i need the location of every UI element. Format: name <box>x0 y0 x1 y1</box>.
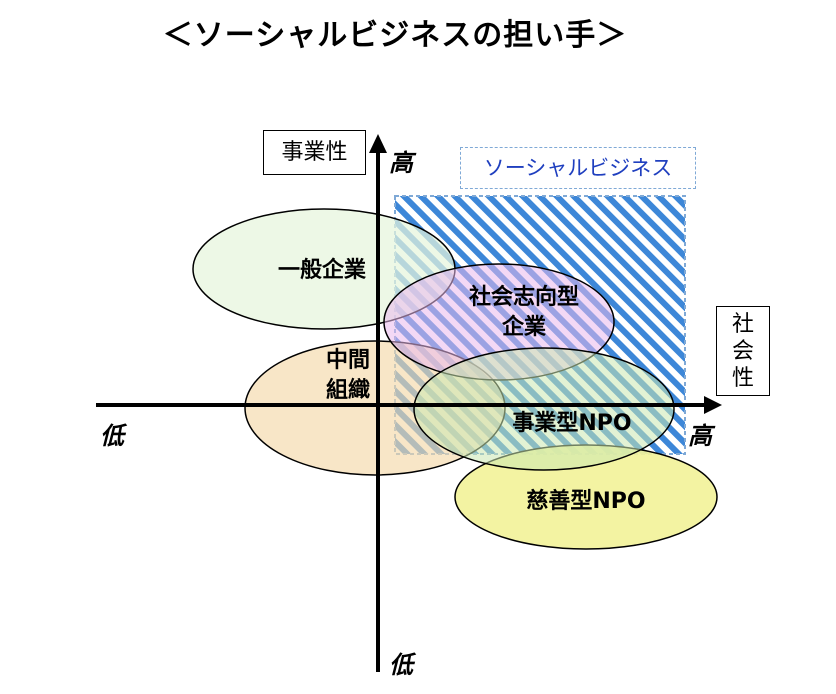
x-axis-high-label: 高 <box>688 421 712 450</box>
label-intermediate-line-1: 中間 <box>326 348 370 373</box>
x-axis-low-label: 低 <box>100 421 124 450</box>
label-charity-npo: 慈善型NPO <box>526 488 645 514</box>
y-axis-arrowhead <box>369 134 387 153</box>
x-axis-name-char-1: 社 <box>731 311 754 337</box>
label-social-oriented-line-2: 企業 <box>501 314 547 340</box>
ellipse-business-npo <box>413 347 675 471</box>
social-business-label: ソーシャルビジネス <box>460 147 696 189</box>
page-title: ＜ソーシャルビジネスの担い手＞ <box>162 18 628 53</box>
label-intermediate-line-2: 組織 <box>326 377 370 403</box>
x-axis-name-box: 社 会 性 <box>716 306 770 396</box>
x-axis-name-char-3: 性 <box>731 365 754 391</box>
y-axis-name-box: 事業性 <box>263 130 366 175</box>
y-axis-high-label: 高 <box>389 148 413 177</box>
label-business-npo: 事業型NPO <box>512 410 631 436</box>
y-axis-low-label: 低 <box>389 650 413 679</box>
x-axis-arrowhead <box>704 396 722 414</box>
label-general-company: 一般企業 <box>278 257 367 283</box>
label-social-oriented-line-1: 社会志向型 <box>469 284 579 310</box>
x-axis-name-char-2: 会 <box>731 338 754 364</box>
